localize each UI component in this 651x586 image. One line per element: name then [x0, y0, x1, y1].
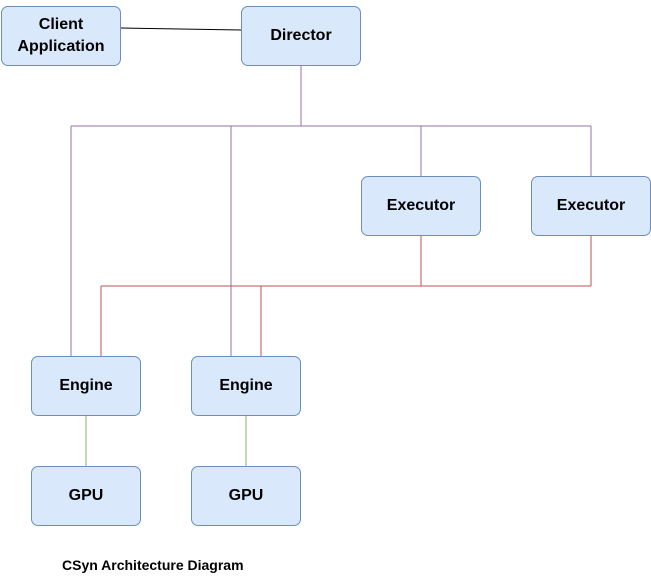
- executor-node-1: Executor: [361, 176, 481, 236]
- director-bus: [70, 66, 592, 356]
- executor-bus: [100, 236, 592, 356]
- director-node: Director: [241, 6, 361, 66]
- engine-node-1: Engine: [31, 356, 141, 416]
- engine-gpu-links: [85, 416, 247, 466]
- engine-node-2: Engine: [191, 356, 301, 416]
- gpu-node-2: GPU: [191, 466, 301, 526]
- executor-node-2: Executor: [531, 176, 651, 236]
- client-application-node: Client Application: [1, 6, 121, 66]
- diagram-caption: CSyn Architecture Diagram: [62, 557, 244, 573]
- edge-client-director: [120, 27, 242, 31]
- gpu-node-1: GPU: [31, 466, 141, 526]
